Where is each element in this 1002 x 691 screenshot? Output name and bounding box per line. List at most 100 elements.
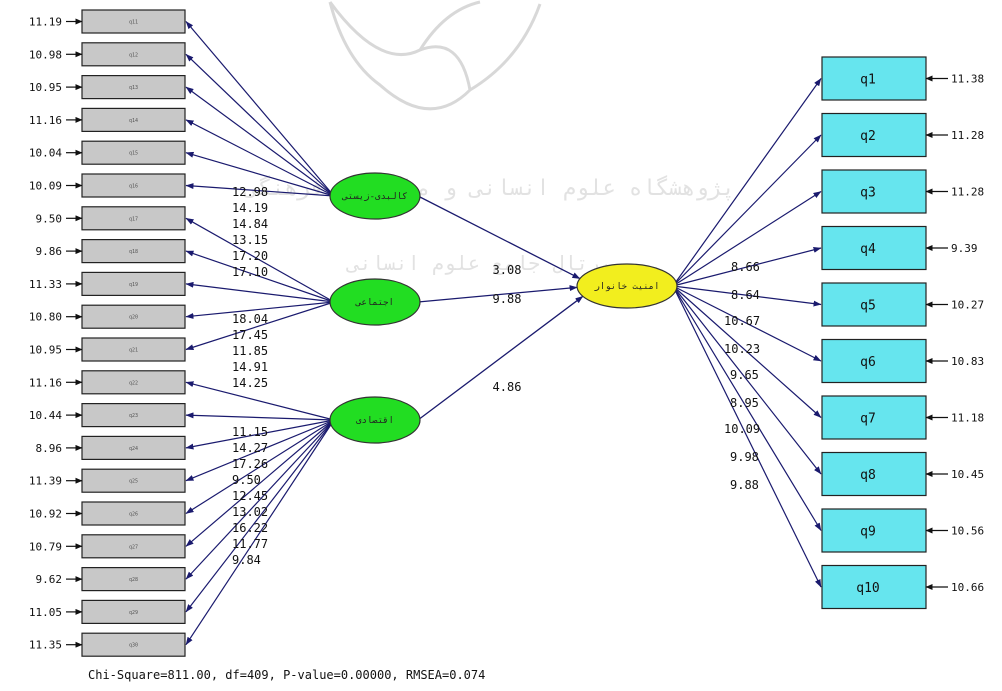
loading-coefficient: 14.25 xyxy=(232,376,268,390)
loading-coefficient: 10.67 xyxy=(724,314,760,328)
error-variance-label: 10.27 xyxy=(951,299,984,312)
loading-coefficient: 9.98 xyxy=(730,450,759,464)
loading-path xyxy=(185,419,335,580)
indicator-box xyxy=(821,338,927,384)
indicator-label: q30 xyxy=(129,643,138,649)
indicator-label: q17 xyxy=(129,216,138,222)
indicator-label: q5 xyxy=(860,299,876,314)
latent-label: اجتماعی xyxy=(355,298,394,308)
error-variance-label: 10.04 xyxy=(29,147,62,160)
indicator-box xyxy=(821,282,927,327)
loading-path xyxy=(672,285,822,588)
loading-path xyxy=(185,419,335,547)
latent-ellipse xyxy=(329,396,421,444)
indicator-label: q2 xyxy=(860,129,876,144)
indicator-box xyxy=(821,112,927,158)
error-variance-label: 11.33 xyxy=(29,278,62,291)
error-variance-label: 10.92 xyxy=(29,508,62,521)
indicator-label: q4 xyxy=(860,242,876,257)
error-variance-label: 11.38 xyxy=(951,73,984,86)
right-indicator-q10: q10 10.66 xyxy=(821,564,984,610)
indicator-label: q16 xyxy=(129,184,138,190)
error-variance-label: 10.66 xyxy=(951,581,984,594)
loading-path xyxy=(185,419,335,515)
loading-path xyxy=(672,134,822,287)
indicator-label: q15 xyxy=(129,151,138,157)
indicator-label: q18 xyxy=(129,249,138,255)
error-variance-label: 9.62 xyxy=(36,573,63,586)
error-variance-label: 11.39 xyxy=(29,475,62,488)
loading-coefficient: 11.15 xyxy=(232,425,268,439)
loading-coefficient: 9.88 xyxy=(730,478,759,492)
loading-path xyxy=(185,301,335,319)
error-variance-label: 10.44 xyxy=(29,409,62,422)
loading-coefficient: 14.91 xyxy=(232,360,268,374)
loading-path xyxy=(185,281,335,303)
latent-variable-1: کالبدی-زیستی xyxy=(329,172,421,220)
loading-coefficient: 14.84 xyxy=(232,217,268,231)
loading-coefficient: 11.85 xyxy=(232,344,268,358)
structural-coefficient: 9.88 xyxy=(493,292,522,306)
loading-path xyxy=(185,301,335,351)
loading-path xyxy=(185,381,335,421)
error-variance-label: 9.86 xyxy=(36,245,63,258)
loading-path xyxy=(185,119,335,197)
error-variance-label: 10.95 xyxy=(29,81,62,94)
error-variance-label: 11.28 xyxy=(951,186,984,199)
indicator-label: q7 xyxy=(860,412,876,427)
structural-path xyxy=(417,295,584,421)
loading-path xyxy=(672,285,822,362)
loading-coefficient: 17.10 xyxy=(232,265,268,279)
error-variance-label: 8.96 xyxy=(36,442,63,455)
error-variance-label: 10.83 xyxy=(951,355,984,368)
loading-coefficient: 17.26 xyxy=(232,457,268,471)
error-variance-label: 11.05 xyxy=(29,606,62,619)
loading-path xyxy=(672,285,822,307)
indicator-label: q26 xyxy=(129,512,138,518)
indicator-label: q19 xyxy=(129,282,138,288)
loading-coefficient: 17.20 xyxy=(232,249,268,263)
structural-coefficient: 4.86 xyxy=(493,380,522,394)
indicator-box xyxy=(821,225,927,271)
loading-path xyxy=(185,151,335,197)
loading-path xyxy=(185,250,335,303)
indicator-box xyxy=(821,169,927,214)
loading-coefficient: 16.22 xyxy=(232,521,268,535)
error-variance-label: 9.50 xyxy=(36,212,63,225)
loading-path xyxy=(185,183,335,197)
loading-coefficient: 12.45 xyxy=(232,489,268,503)
indicator-label: q11 xyxy=(129,20,138,26)
loading-path xyxy=(672,285,822,475)
indicator-label: q20 xyxy=(129,315,138,321)
right-indicator-q5: q5 10.27 xyxy=(821,282,984,327)
indicator-box xyxy=(821,564,927,610)
error-variance-label: 10.98 xyxy=(29,48,62,61)
left-indicator-q19: q19 11.33 xyxy=(29,271,186,296)
indicator-label: q10 xyxy=(856,581,879,596)
loading-coefficient: 14.27 xyxy=(232,441,268,455)
left-indicator-q18: q18 9.86 xyxy=(36,239,186,264)
indicator-label: q27 xyxy=(129,544,138,550)
latent-ellipse xyxy=(329,278,421,326)
watermark-line2: پرتال جامع علوم انسانی xyxy=(346,251,613,276)
loading-coefficient: 9.65 xyxy=(730,368,759,382)
loading-coefficient: 8.64 xyxy=(731,288,760,302)
indicator-label: q14 xyxy=(129,118,138,124)
loading-coefficient: 8.95 xyxy=(730,396,759,410)
latent-variable-3: اقتصادی xyxy=(329,396,421,444)
